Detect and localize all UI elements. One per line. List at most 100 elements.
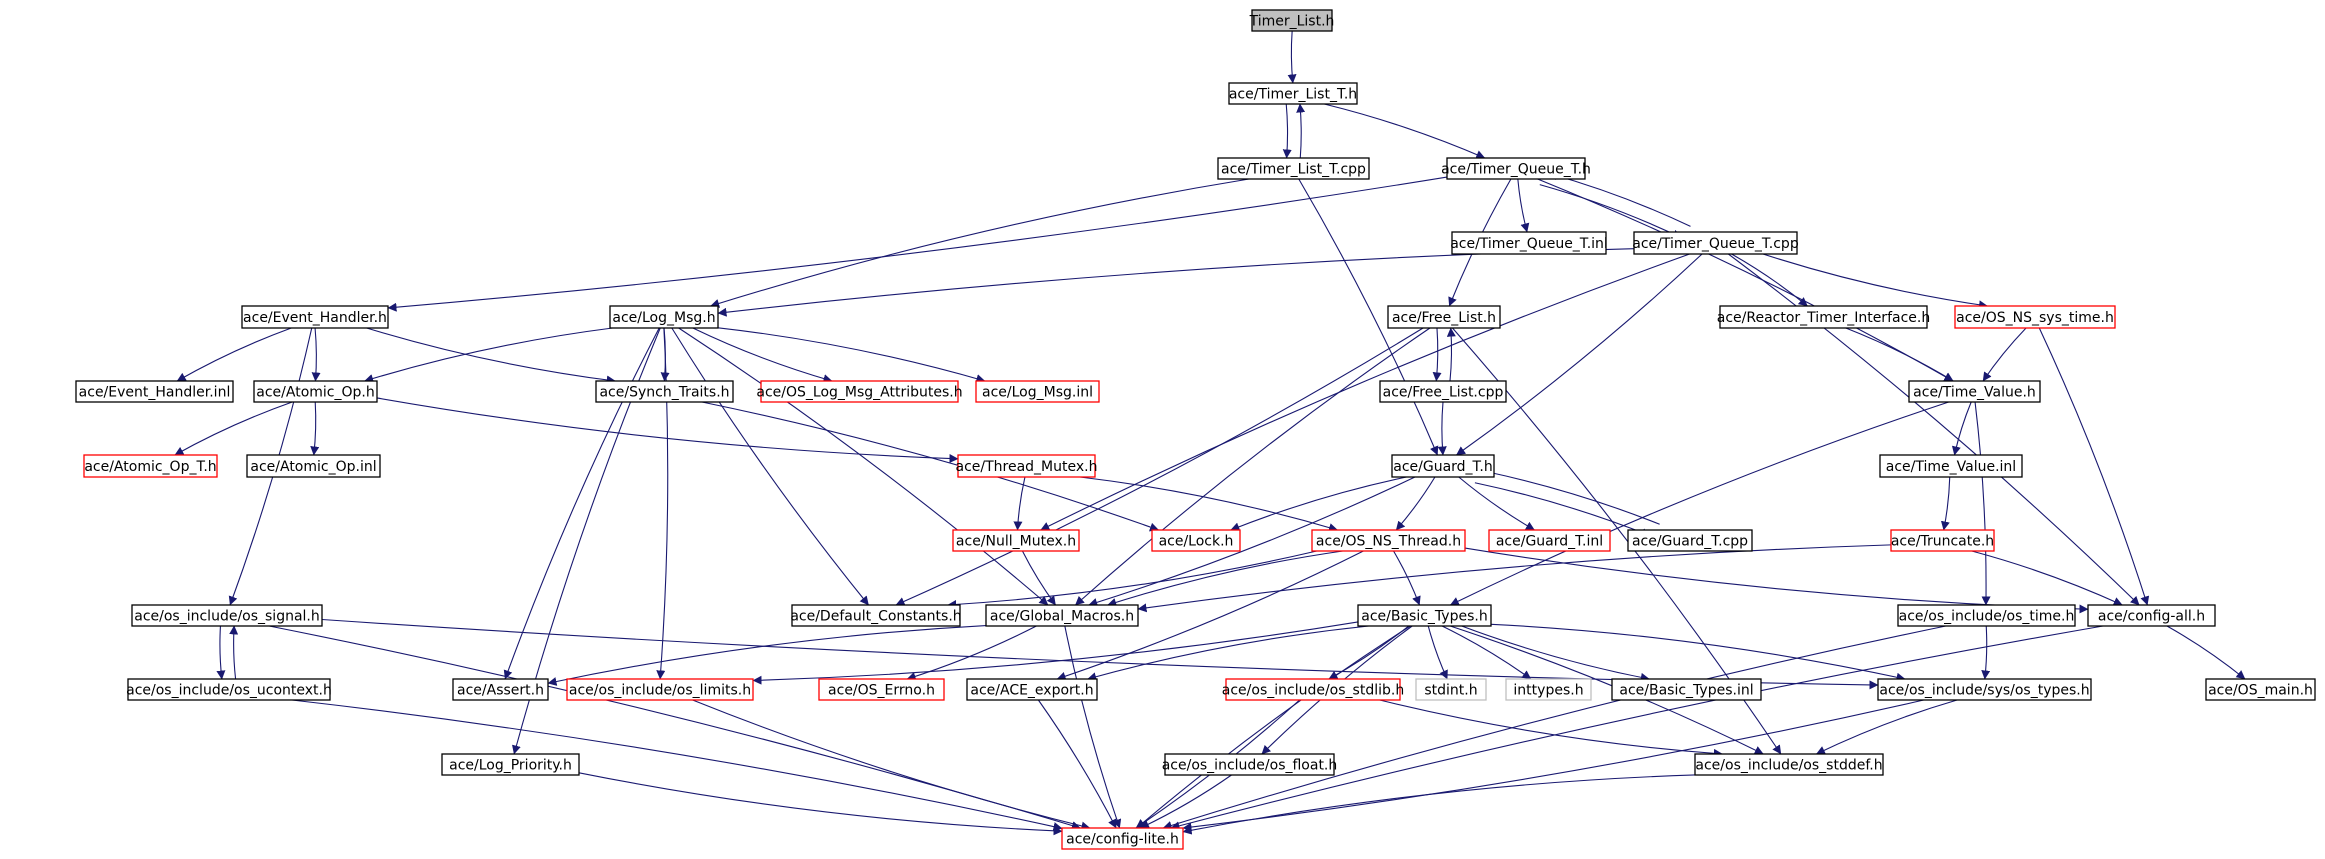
edge-basic-types-h-to-inttypes-h (1441, 625, 1532, 680)
node-label: ace/os_include/os_stddef.h (1695, 758, 1882, 774)
node-os-log-msg-attributes-h[interactable]: ace/OS_Log_Msg_Attributes.h (756, 380, 963, 403)
node-box (1451, 231, 1607, 255)
node-label: ace/os_include/os_limits.h (569, 683, 751, 699)
node-guard-t-cpp[interactable]: ace/Guard_T.cpp (1627, 529, 1753, 552)
node-os-ucontext-h[interactable]: ace/os_include/os_ucontext.h (126, 678, 332, 701)
node-guard-t-inl[interactable]: ace/Guard_T.inl (1488, 529, 1611, 552)
edge-os-ns-thread-h-to-basic-types-h (1393, 550, 1421, 606)
edge-thread-mutex-h-to-os-ns-thread-h (1079, 476, 1338, 532)
edge-event-handler-h-to-event-handler-inl (176, 327, 292, 382)
node-synch-traits-h[interactable]: ace/Synch_Traits.h (595, 380, 734, 403)
node-box (1879, 454, 2023, 478)
node-timer-list-t-h[interactable]: ace/Timer_List_T.h (1228, 82, 1358, 105)
node-os-ns-sys-time-h[interactable]: ace/OS_NS_sys_time.h (1954, 305, 2116, 329)
node-box (1151, 529, 1241, 552)
edge-reactor-timer-interface-h-to-time-value-h (1845, 327, 1954, 382)
node-os-limits-h[interactable]: ace/os_include/os_limits.h (566, 678, 754, 701)
node-guard-t-h[interactable]: ace/Guard_T.h (1391, 454, 1495, 478)
edge-line (1079, 476, 1338, 532)
node-timer-queue-t-h[interactable]: ace/Timer_Queue_T.h (1441, 157, 1591, 180)
edge-line (1296, 103, 1306, 159)
node-basic-types-inl[interactable]: ace/Basic_Types.inl (1611, 678, 1762, 701)
node-stdint-h[interactable]: stdint.h (1415, 678, 1487, 701)
node-event-handler-inl[interactable]: ace/Event_Handler.inl (75, 380, 234, 403)
edge-basic-types-h-to-basic-types-inl (1461, 625, 1650, 682)
node-box (83, 454, 218, 478)
node-label: ace/Log_Msg.inl (982, 385, 1093, 401)
edge-time-value-inl-to-truncate-h (1940, 476, 1951, 531)
node-config-lite-h[interactable]: ace/config-lite.h (1061, 827, 1184, 850)
edge-timer-queue-t-cpp-to-reactor-timer-interface-h (1731, 253, 1808, 307)
edge-os-time-h-to-config-lite-h (1162, 625, 1946, 830)
edge-basic-types-h-to-ace-export-h (1087, 625, 1369, 682)
node-atomic-op-t-h[interactable]: ace/Atomic_Op_T.h (83, 454, 218, 478)
edge-free-list-cpp-to-guard-t-h (1437, 401, 1447, 456)
node-label: ace/Free_List.h (1392, 310, 1496, 326)
node-default-constants-h[interactable]: ace/Default_Constants.h (790, 604, 962, 627)
edge-log-msg-h-to-global-macros-h (678, 327, 1049, 606)
edge-line (1951, 401, 1972, 456)
node-label: ace/Synch_Traits.h (599, 385, 729, 401)
node-label: ace/Basic_Types.inl (1619, 683, 1753, 699)
node-timer-list-h[interactable]: Timer_List.h (1249, 9, 1335, 32)
edge-guard-t-h-to-global-macros-h (1088, 476, 1416, 607)
edge-line (701, 401, 1159, 532)
node-os-sys-types-h[interactable]: ace/os_include/sys/os_types.h (1877, 678, 2092, 701)
node-box (1251, 9, 1333, 32)
node-reactor-timer-interface-h[interactable]: ace/Reactor_Timer_Interface.h (1717, 305, 1930, 329)
node-label: ace/Free_List.cpp (1383, 385, 1504, 401)
node-basic-types-h[interactable]: ace/Basic_Types.h (1357, 604, 1492, 627)
node-free-list-cpp[interactable]: ace/Free_List.cpp (1379, 380, 1507, 403)
edge-line (366, 327, 616, 385)
node-assert-h[interactable]: ace/Assert.h (452, 678, 549, 701)
node-lock-h[interactable]: ace/Lock.h (1151, 529, 1241, 552)
node-os-stddef-h[interactable]: ace/os_include/os_stddef.h (1694, 753, 1884, 776)
node-log-msg-h[interactable]: ace/Log_Msg.h (609, 305, 719, 329)
node-global-macros-h[interactable]: ace/Global_Macros.h (985, 604, 1139, 627)
node-box (791, 604, 961, 627)
edge-truncate-h-to-global-macros-h (1137, 544, 1892, 613)
node-box (985, 604, 1139, 627)
edge-timer-list-t-h-to-timer-list-t-cpp (1282, 103, 1292, 159)
node-time-value-h[interactable]: ace/Time_Value.h (1908, 380, 2041, 403)
node-os-float-h[interactable]: ace/os_include/os_float.h (1162, 753, 1338, 776)
node-config-all-h[interactable]: ace/config-all.h (2087, 604, 2216, 627)
node-timer-list-t-cpp[interactable]: ace/Timer_List_T.cpp (1217, 157, 1370, 180)
edge-line (1450, 625, 1764, 755)
node-label: ace/Truncate.h (1891, 534, 1994, 550)
edge-line (174, 401, 293, 456)
node-label: ace/os_include/os_float.h (1162, 758, 1338, 774)
edge-timer-queue-t-h-to-timer-queue-t-cpp (1539, 184, 1682, 239)
node-box (75, 380, 234, 403)
node-os-stdlib-h[interactable]: ace/os_include/os_stdlib.h (1222, 678, 1404, 701)
node-box (1415, 678, 1487, 701)
edge-line (1170, 625, 2104, 831)
edge-guard-t-h-to-guard-t-cpp (1474, 482, 1651, 537)
node-log-priority-h[interactable]: ace/Log_Priority.h (441, 753, 580, 776)
node-os-main-h[interactable]: ace/OS_main.h (2205, 678, 2316, 701)
edge-line (310, 401, 320, 456)
node-time-value-inl[interactable]: ace/Time_Value.inl (1879, 454, 2023, 478)
edge-timer-queue-t-cpp-to-os-ns-sys-time-h (1762, 253, 1988, 310)
node-os-time-h[interactable]: ace/os_include/os_time.h (1897, 604, 2076, 627)
edge-line (1971, 550, 2123, 606)
node-inttypes-h[interactable]: inttypes.h (1505, 678, 1592, 701)
node-event-handler-h[interactable]: ace/Event_Handler.h (241, 305, 389, 329)
node-os-errno-h[interactable]: ace/OS_Errno.h (818, 678, 945, 701)
node-atomic-op-inl[interactable]: ace/Atomic_Op.inl (246, 454, 381, 478)
node-box (1908, 380, 2041, 403)
edge-line (947, 550, 1317, 609)
node-os-signal-h[interactable]: ace/os_include/os_signal.h (131, 604, 323, 627)
node-atomic-op-h[interactable]: ace/Atomic_Op.h (253, 380, 378, 403)
node-log-msg-inl[interactable]: ace/Log_Msg.inl (975, 380, 1100, 403)
node-box (760, 380, 959, 403)
node-timer-queue-t-cpp[interactable]: ace/Timer_Queue_T.cpp (1632, 231, 1799, 255)
node-truncate-h[interactable]: ace/Truncate.h (1890, 529, 1995, 552)
node-os-ns-thread-h[interactable]: ace/OS_NS_Thread.h (1311, 529, 1466, 552)
node-timer-queue-t-inl[interactable]: ace/Timer_Queue_T.inl (1450, 231, 1608, 255)
node-free-list-h[interactable]: ace/Free_List.h (1387, 305, 1501, 329)
node-ace-export-h[interactable]: ace/ACE_export.h (966, 678, 1098, 701)
node-label: ace/Event_Handler.inl (79, 385, 231, 401)
node-null-mutex-h[interactable]: ace/Null_Mutex.h (952, 529, 1080, 552)
node-thread-mutex-h[interactable]: ace/Thread_Mutex.h (956, 454, 1098, 478)
